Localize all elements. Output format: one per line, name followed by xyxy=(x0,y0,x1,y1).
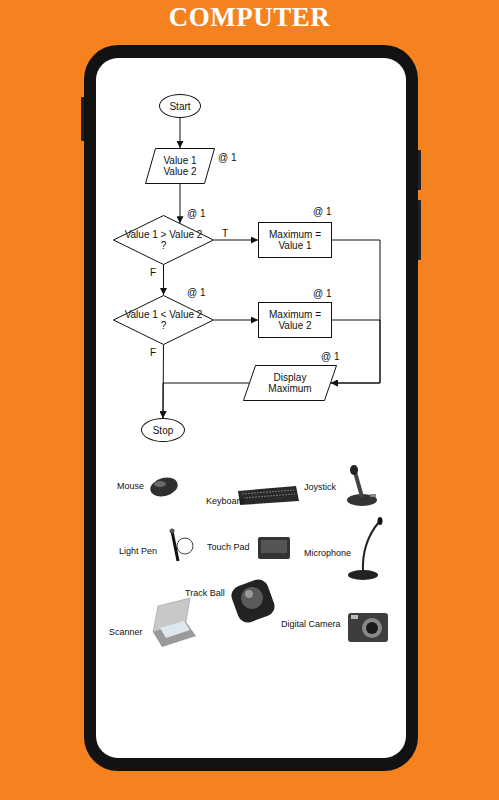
edge-label: F xyxy=(150,267,156,278)
light-pen-illustration xyxy=(170,529,194,562)
digital-camera-illustration xyxy=(348,613,388,642)
terminal-oval: Stop xyxy=(141,418,185,442)
io-parallelogram: Display Maximum xyxy=(243,365,337,401)
mouse-illustration xyxy=(148,475,180,500)
flow-arrow xyxy=(214,320,258,321)
joystick-illustration xyxy=(347,465,377,506)
shape-outline xyxy=(146,149,215,184)
scanner-illustration xyxy=(153,598,196,647)
shape-outline xyxy=(114,296,214,345)
io-parallelogram: Value 1 Value 2 xyxy=(145,148,215,184)
phone-screen xyxy=(96,58,406,758)
device-label: Mouse xyxy=(117,481,144,491)
node-text: Value 1 Value 2 xyxy=(160,155,200,177)
device-label: Track Ball xyxy=(185,588,225,598)
callout-number: @ 1 xyxy=(313,288,332,299)
device-label: Scanner xyxy=(109,627,143,637)
edge-label: F xyxy=(150,347,156,358)
callout-number: @ 1 xyxy=(187,208,206,219)
node-text: Start xyxy=(169,101,190,112)
device-label: Light Pen xyxy=(119,546,157,556)
flow-arrow xyxy=(180,118,181,148)
phone-frame xyxy=(84,45,418,771)
callout-number: @ 1 xyxy=(187,287,206,298)
callout-number: @ 1 xyxy=(313,206,332,217)
device-label: Digital Camera xyxy=(281,619,341,629)
process-box: Maximum = Value 1 xyxy=(258,222,332,258)
edge-label: T xyxy=(222,228,228,239)
node-text: Display Maximum xyxy=(264,372,316,394)
callout-number: @ 1 xyxy=(321,351,340,362)
shape-outline xyxy=(114,216,214,265)
flow-arrow xyxy=(163,265,164,295)
device-label: Joystick xyxy=(304,482,336,492)
callout-number: @ 1 xyxy=(218,152,237,163)
page-title: COMPUTER xyxy=(0,2,499,33)
decision-diamond: Value 1 < Value 2 ? xyxy=(113,295,214,345)
decision-diamond: Value 1 > Value 2 ? xyxy=(113,215,214,265)
device-label: Keyboard xyxy=(206,496,245,506)
flow-arrow xyxy=(163,383,249,418)
node-text: Stop xyxy=(153,425,174,436)
microphone-illustration xyxy=(348,517,383,580)
shape-outline xyxy=(244,366,337,401)
device-label: Touch Pad xyxy=(207,542,250,552)
process-box: Maximum = Value 2 xyxy=(258,302,332,338)
node-text: Maximum = Value 2 xyxy=(269,309,321,331)
device-label: Microphone xyxy=(304,548,351,558)
terminal-oval: Start xyxy=(159,94,201,118)
node-text: Value 1 < Value 2 ? xyxy=(122,309,206,331)
flow-arrow xyxy=(180,184,181,223)
flow-arrow xyxy=(163,345,165,418)
track-ball-illustration xyxy=(229,577,278,626)
flow-arrow xyxy=(214,240,258,241)
node-text: Maximum = Value 1 xyxy=(269,229,321,251)
node-text: Value 1 > Value 2 ? xyxy=(122,229,206,251)
touch-pad-illustration xyxy=(258,537,290,559)
keyboard-illustration xyxy=(238,486,299,505)
